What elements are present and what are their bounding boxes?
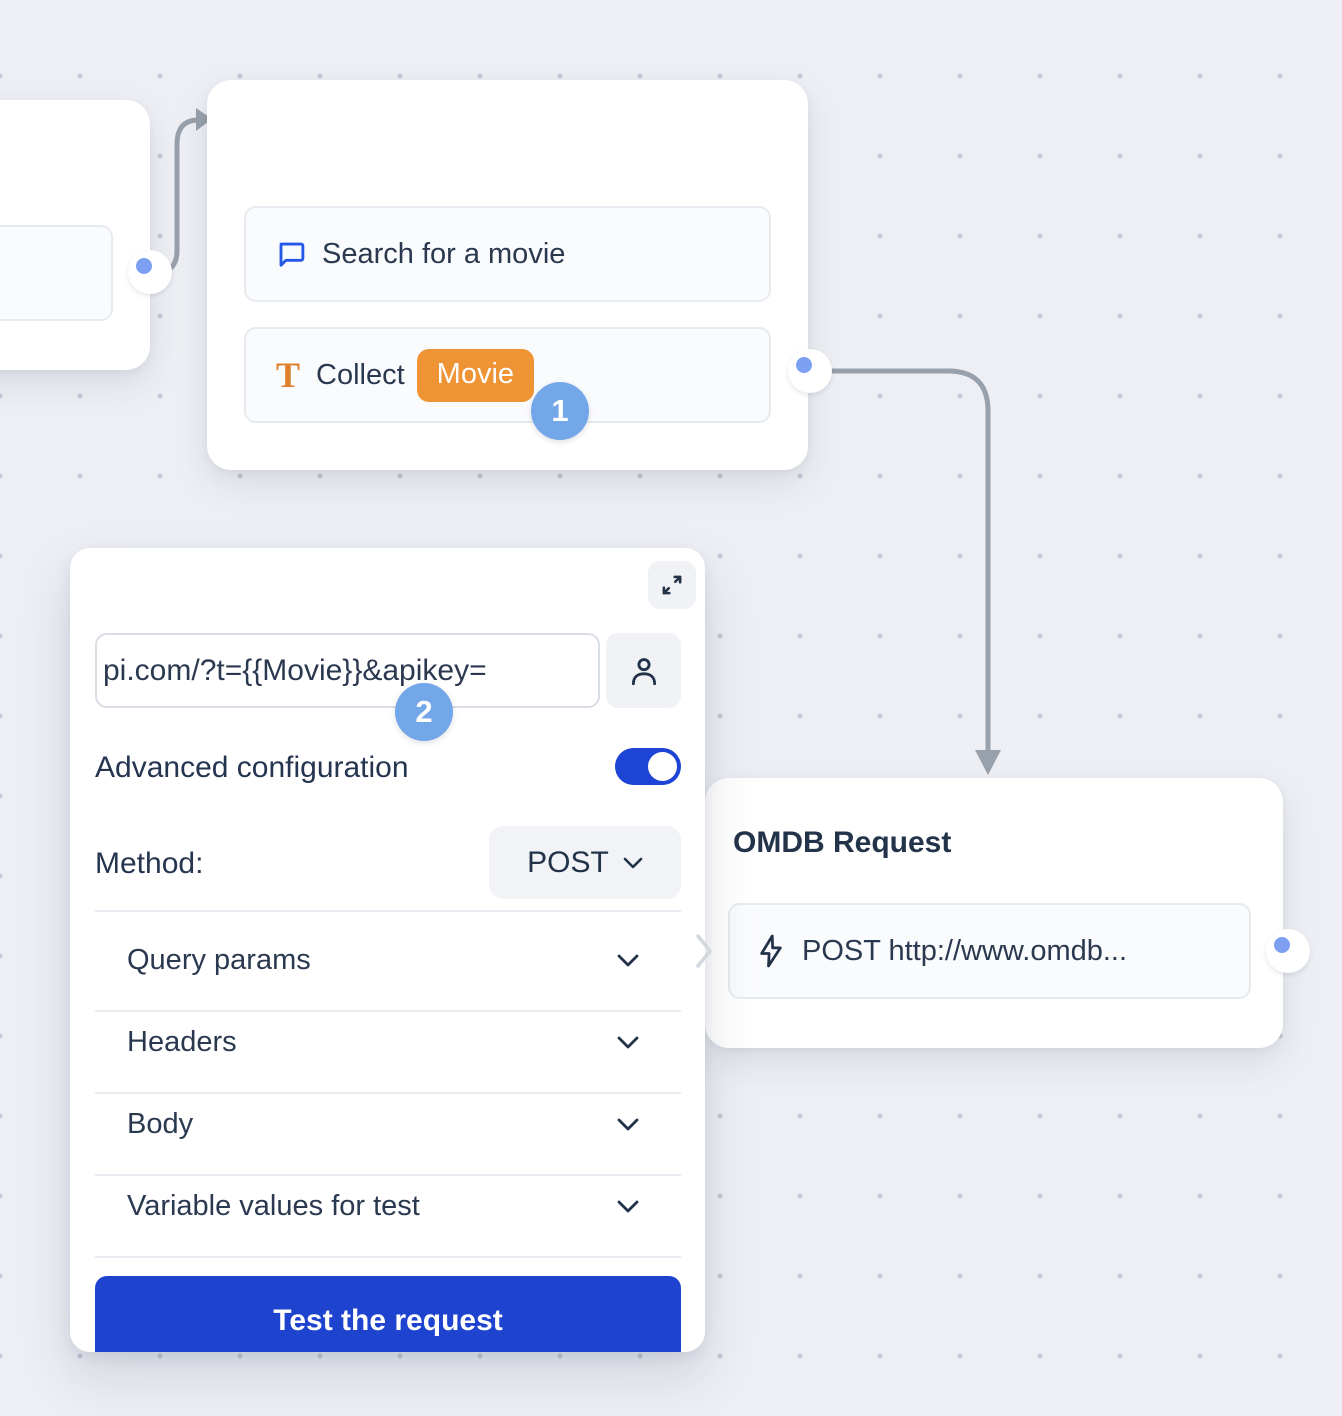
chevron-down-icon (617, 1118, 639, 1131)
node-title: OMDB Request (733, 826, 951, 860)
node-row-question[interactable]: Search for a movie (244, 206, 771, 302)
annotation-badge-1: 1 (531, 382, 589, 440)
previous-node-partial[interactable] (0, 100, 150, 370)
expand-icon (659, 572, 685, 598)
chevron-down-icon (623, 857, 643, 869)
chevron-down-icon (617, 1036, 639, 1049)
section-query-params[interactable]: Query params (95, 920, 681, 1000)
previous-node-port-halo (128, 250, 172, 294)
expand-panel-button[interactable] (648, 561, 696, 609)
section-label: Variable values for test (127, 1190, 420, 1223)
previous-node-row[interactable] (0, 225, 113, 321)
lightning-icon (756, 933, 786, 969)
annotation-badge-2: 2 (395, 683, 453, 741)
chevron-down-icon (617, 1200, 639, 1213)
wire-left-to-movie (152, 120, 199, 272)
movie-node-port-halo (788, 349, 832, 393)
webhook-config-panel: pi.com/?t={{Movie}}&apikey= Advanced con… (70, 548, 705, 1352)
omdb-input-notch (694, 933, 714, 974)
webhook-url-input[interactable]: pi.com/?t={{Movie}}&apikey= (95, 633, 600, 708)
advanced-configuration-toggle[interactable] (615, 748, 681, 785)
test-request-button[interactable]: Test the request (95, 1276, 681, 1352)
divider (95, 1256, 681, 1258)
movie-node-output-port[interactable] (796, 357, 812, 373)
previous-node-output-port[interactable] (136, 258, 152, 274)
section-variable-values[interactable]: Variable values for test (95, 1166, 681, 1246)
person-icon (627, 654, 661, 688)
advanced-configuration-label: Advanced configuration (95, 751, 409, 785)
section-label: Body (127, 1108, 193, 1141)
omdb-output-port[interactable] (1274, 937, 1290, 953)
chevron-down-icon (617, 954, 639, 967)
insert-variable-button[interactable] (606, 633, 681, 708)
toggle-knob (648, 752, 677, 781)
method-value: POST (527, 846, 609, 880)
arrowhead-into-omdb-node (975, 750, 1001, 775)
chat-bubble-icon (276, 239, 306, 269)
section-body[interactable]: Body (95, 1084, 681, 1164)
section-headers[interactable]: Headers (95, 1002, 681, 1082)
node-omdb-request[interactable]: OMDB Request POST http://www.omdb... (705, 778, 1283, 1048)
divider (95, 910, 681, 912)
omdb-port-halo (1266, 929, 1310, 973)
section-label: Query params (127, 944, 311, 977)
method-label: Method: (95, 847, 203, 881)
variable-chip-movie[interactable]: Movie (417, 349, 534, 402)
node-movie-search[interactable]: Movie search Search for a movie T Collec… (207, 80, 808, 470)
question-row-label: Search for a movie (322, 238, 565, 271)
node-row-collect[interactable]: T Collect Movie (244, 327, 771, 423)
collect-row-label: Collect (316, 359, 405, 392)
section-label: Headers (127, 1026, 237, 1059)
wire-movie-to-omdb (824, 371, 988, 752)
method-dropdown[interactable]: POST (489, 826, 681, 899)
webhook-row-label: POST http://www.omdb... (802, 935, 1127, 968)
text-input-icon: T (276, 354, 300, 396)
node-row-webhook[interactable]: POST http://www.omdb... (728, 903, 1251, 999)
